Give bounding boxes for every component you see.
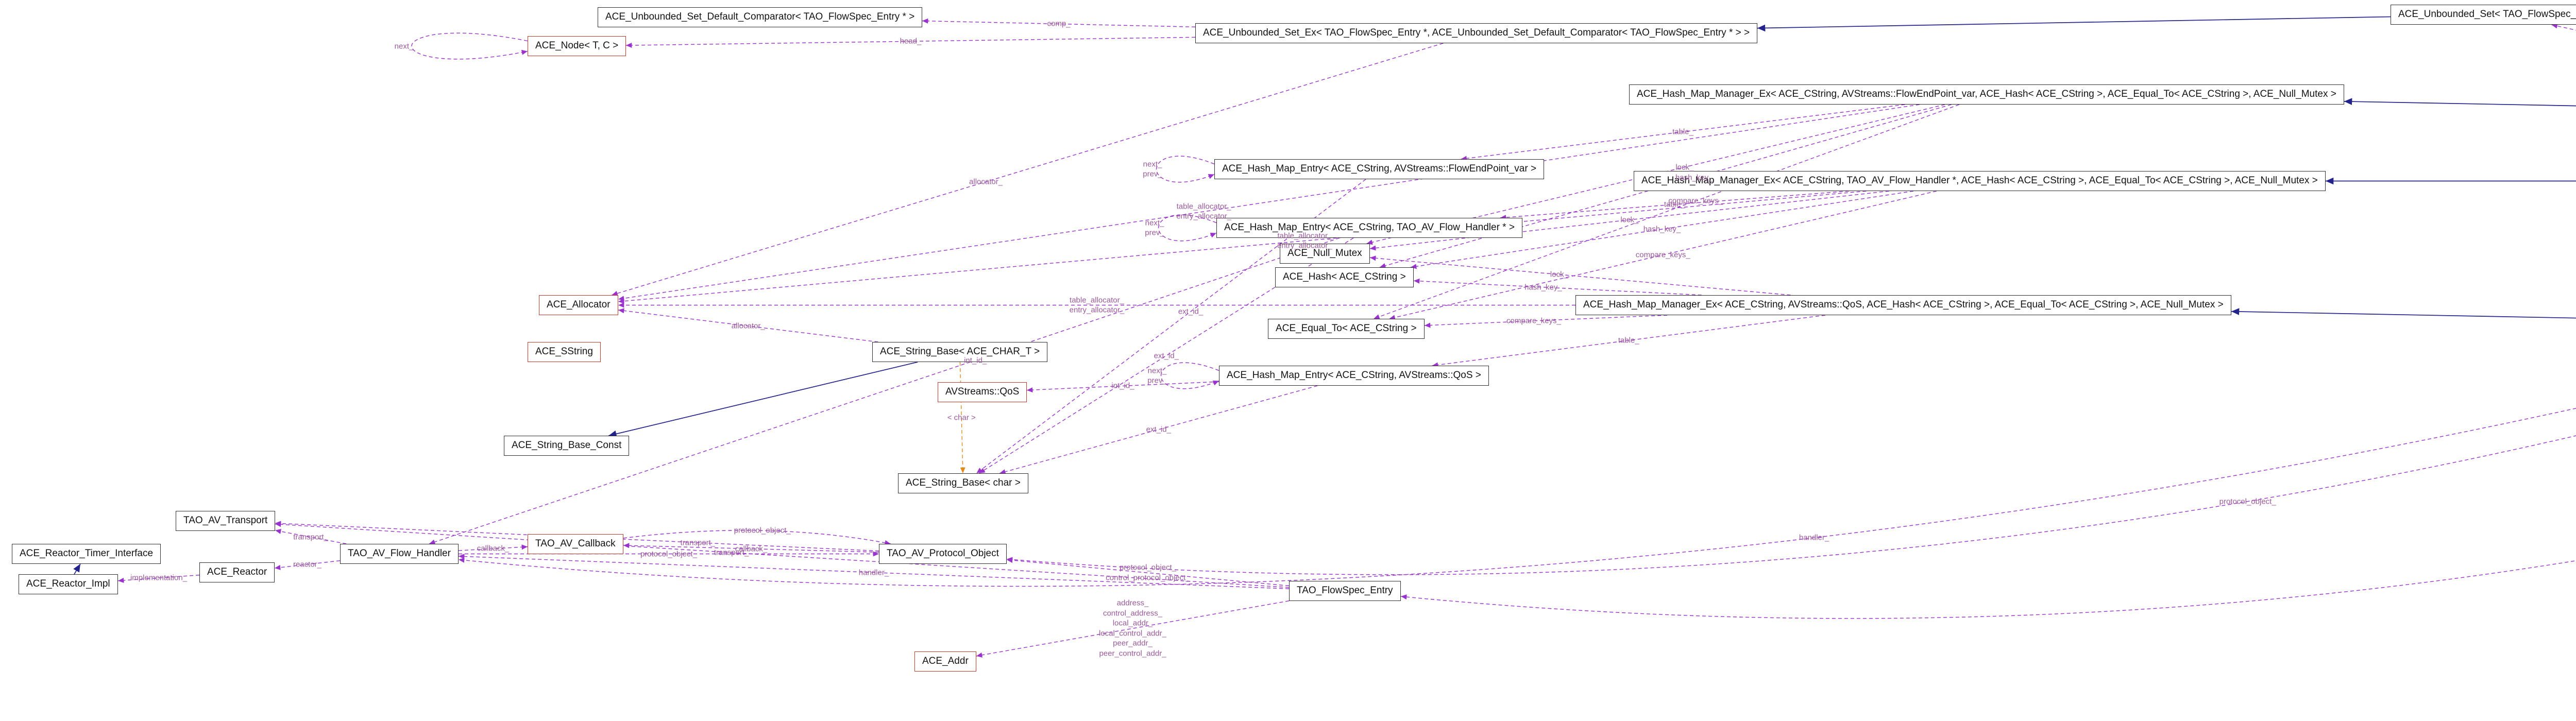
edge-line — [618, 308, 878, 342]
class-node-avqos[interactable]: AVStreams::QoS — [938, 382, 1027, 402]
edge-line — [1413, 278, 1702, 296]
edge-line — [922, 18, 1196, 28]
edge-line — [999, 385, 1318, 474]
edge-line — [976, 600, 1290, 658]
edge-line — [1374, 104, 1959, 319]
class-node-fh_mgr_ex[interactable]: ACE_Hash_Map_Manager_Ex< ACE_CString, TA… — [1634, 171, 2326, 191]
edge-line — [1410, 191, 1914, 269]
edge-line — [612, 43, 1444, 296]
class-node-fep_mgr_ex[interactable]: ACE_Hash_Map_Manager_Ex< ACE_CString, AV… — [1629, 84, 2344, 105]
edge-line — [1432, 315, 1825, 368]
edge-line — [1424, 315, 1668, 328]
edge-line — [1400, 560, 2576, 619]
edge-line — [458, 408, 2576, 587]
class-node-flowspec_entry[interactable]: TAO_FlowSpec_Entry — [1289, 581, 1401, 601]
edge-line — [1158, 214, 1217, 242]
class-node-uset[interactable]: ACE_Unbounded_Set< TAO_FlowSpec_Entry * … — [2391, 5, 2576, 25]
edge-line — [411, 32, 528, 60]
edge-line — [274, 560, 341, 570]
edge-line — [623, 530, 891, 545]
edge-line — [618, 191, 1867, 304]
edge-line — [1156, 156, 1215, 183]
edge-line — [1160, 362, 1219, 389]
class-node-addr[interactable]: ACE_Addr — [914, 651, 976, 672]
edge-line — [618, 104, 1920, 301]
edge-line — [608, 362, 918, 438]
edge-line — [458, 554, 1290, 589]
class-node-callback[interactable]: TAO_AV_Callback — [528, 534, 623, 554]
class-node-comparator[interactable]: ACE_Unbounded_Set_Default_Comparator< TA… — [598, 7, 923, 27]
edge-line — [1026, 381, 1219, 393]
edge-line — [625, 37, 1196, 48]
class-node-node[interactable]: ACE_Node< T, C > — [528, 36, 626, 56]
class-node-uset_ex[interactable]: ACE_Unbounded_Set_Ex< TAO_FlowSpec_Entry… — [1195, 23, 1758, 43]
edge-line — [1757, 16, 2391, 32]
edge-line — [275, 521, 879, 552]
edge-line — [623, 543, 879, 553]
class-node-reactor_ti[interactable]: ACE_Reactor_Timer_Interface — [12, 544, 161, 564]
edge-line — [2344, 98, 2576, 107]
edge-line — [2231, 308, 2576, 319]
edge-line — [429, 237, 1340, 545]
edge-line — [1461, 104, 1905, 161]
edge-line — [73, 563, 81, 575]
edge-line — [1006, 557, 1290, 587]
class-node-flow_handler[interactable]: TAO_AV_Flow_Handler — [340, 544, 459, 564]
class-node-reactor[interactable]: ACE_Reactor — [199, 562, 275, 582]
edge-line — [1369, 255, 1791, 296]
class-node-cstring[interactable]: ACE_String_Base< char > — [898, 473, 1028, 493]
class-node-reactor_impl[interactable]: ACE_Reactor_Impl — [19, 574, 118, 594]
edge-line — [1389, 191, 1937, 320]
edge-line — [117, 574, 200, 583]
edge-line — [2551, 23, 2576, 31]
class-node-transport[interactable]: TAO_AV_Transport — [176, 511, 276, 531]
class-node-qos_entry[interactable]: ACE_Hash_Map_Entry< ACE_CString, AVStrea… — [1219, 366, 1489, 386]
class-node-null_mutex[interactable]: ACE_Null_Mutex — [1280, 244, 1370, 264]
class-node-sbase_const[interactable]: ACE_String_Base_Const — [504, 436, 630, 456]
class-node-allocator[interactable]: ACE_Allocator — [539, 295, 618, 315]
class-node-protocol_object[interactable]: TAO_AV_Protocol_Object — [879, 544, 1007, 564]
edge-line — [275, 522, 1290, 588]
edge-line — [959, 362, 965, 474]
edge-line — [1500, 191, 1849, 220]
class-node-hash[interactable]: ACE_Hash< ACE_CString > — [1275, 267, 1414, 287]
edge-line — [1006, 435, 2576, 575]
edge-line — [458, 544, 528, 551]
class-node-equal[interactable]: ACE_Equal_To< ACE_CString > — [1268, 319, 1425, 339]
class-node-fep_entry[interactable]: ACE_Hash_Map_Entry< ACE_CString, AVStrea… — [1214, 159, 1545, 179]
class-node-qos_mgr_ex[interactable]: ACE_Hash_Map_Manager_Ex< ACE_CString, AV… — [1575, 295, 2231, 315]
edge-line — [1369, 191, 1889, 251]
class-node-fh_entry[interactable]: ACE_Hash_Map_Entry< ACE_CString, TAO_AV_… — [1216, 218, 1522, 238]
class-node-string_base[interactable]: ACE_String_Base< ACE_CHAR_T > — [872, 342, 1048, 362]
edge-line — [275, 528, 347, 544]
class-node-sstring[interactable]: ACE_SString — [528, 342, 601, 362]
